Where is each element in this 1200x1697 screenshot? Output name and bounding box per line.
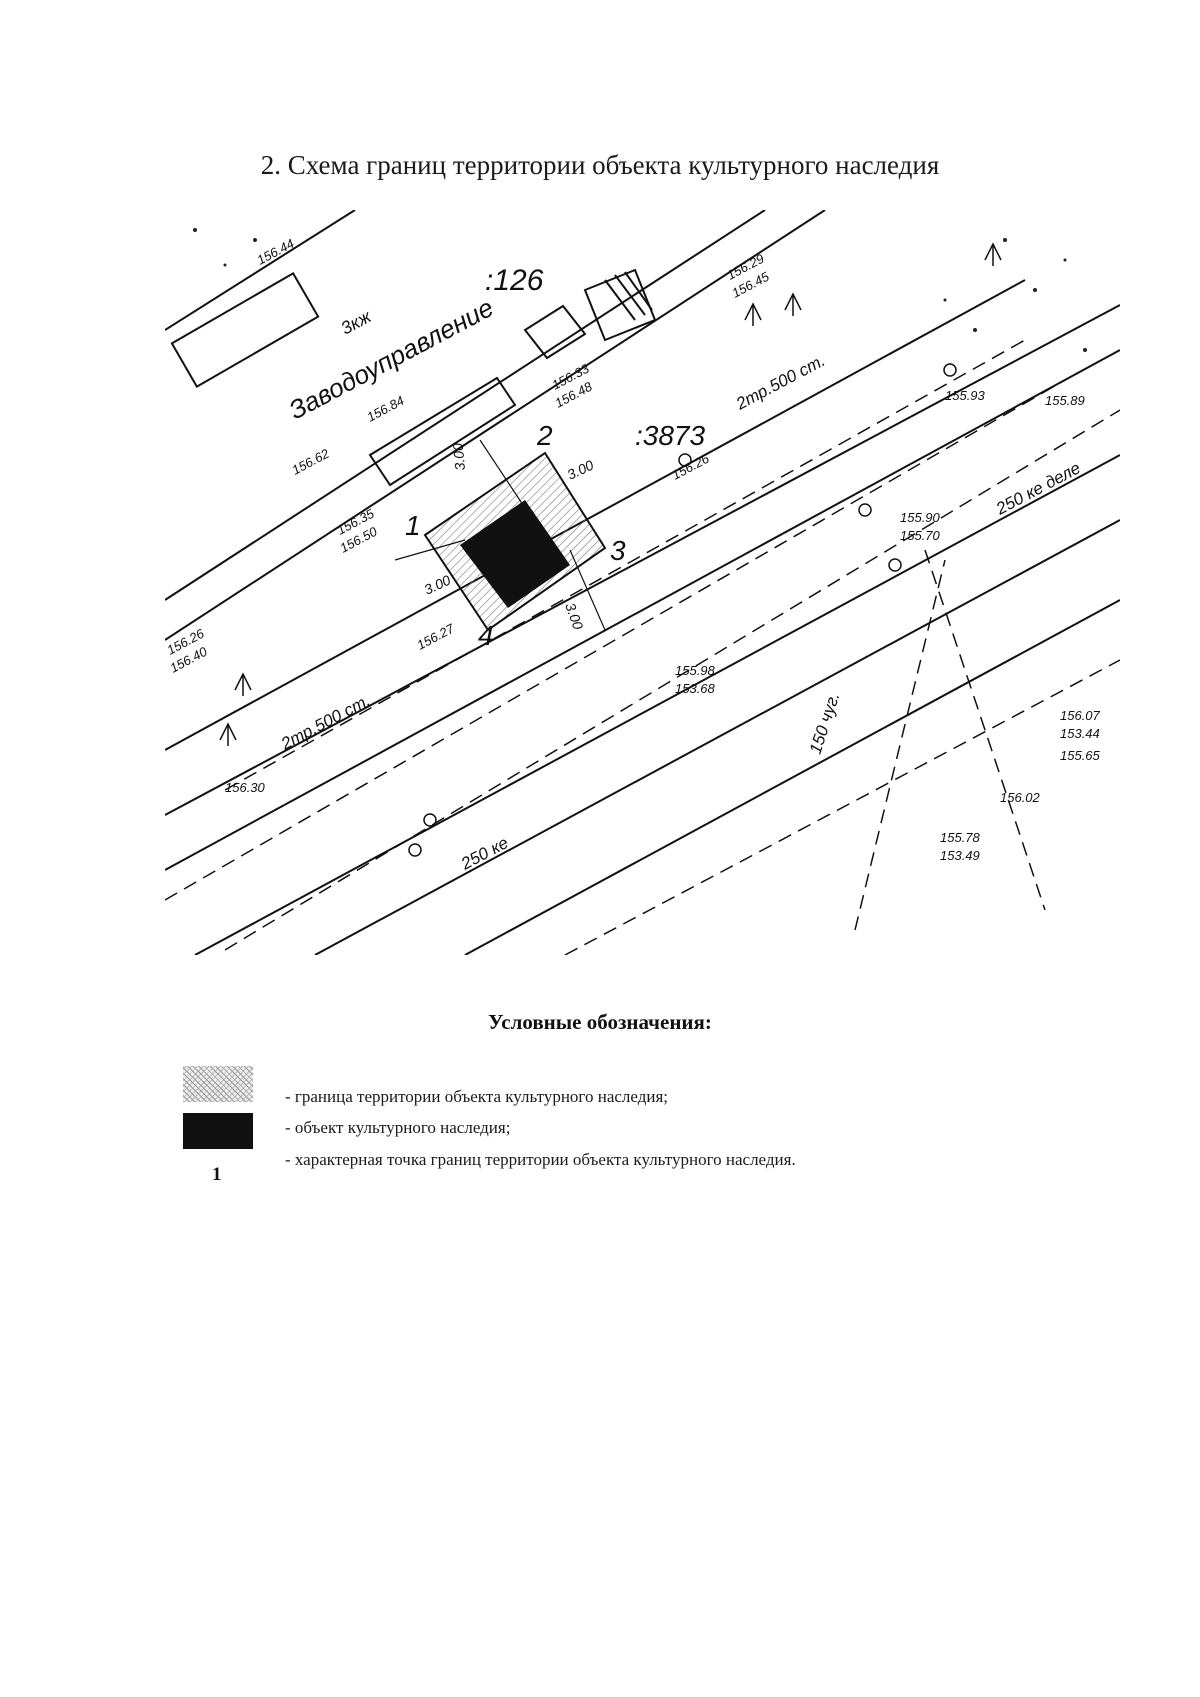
- buildings: [170, 268, 657, 487]
- offset-label: 3.00: [450, 442, 468, 471]
- cadastral-label-126: :126: [485, 264, 544, 297]
- boundary-point-1: 1: [405, 510, 421, 541]
- elevation-label: 155.90: [900, 510, 941, 525]
- elevation-label: 156.07: [1060, 708, 1101, 723]
- elevation-label: 156.84: [364, 393, 406, 425]
- pipe-label: 2тр.500 ст.: [732, 351, 828, 414]
- elevation-label: 156.62: [289, 445, 332, 477]
- offset-label: 3.00: [422, 572, 454, 598]
- elevation-label: 155.78: [940, 830, 981, 845]
- pipe-label: 2тр.500 ст.: [277, 691, 373, 754]
- floors-label: 3кж: [337, 306, 375, 339]
- legend-swatch-number: 1: [212, 1164, 222, 1185]
- elevation-label: 156.30: [225, 780, 266, 795]
- elevation-label: 156.44: [254, 236, 296, 268]
- elevation-label: 155.70: [900, 528, 941, 543]
- elevation-label: 153.44: [1060, 726, 1100, 741]
- heritage-object: [460, 500, 570, 608]
- boundary-point-2: 2: [536, 420, 553, 451]
- boundary-point-4: 4: [478, 620, 494, 651]
- tree-markers: [219, 242, 1002, 746]
- parcel-lines: [165, 210, 1120, 955]
- pipe-label: 250 ке: [457, 833, 511, 874]
- legend-item-point: - характерная точка границ территории об…: [285, 1150, 796, 1169]
- elevation-label: 153.68: [675, 681, 716, 696]
- elevation-label: 155.93: [945, 388, 986, 403]
- offset-guides: [394, 439, 606, 631]
- elevation-label: 155.89: [1045, 393, 1085, 408]
- elevation-label: 155.65: [1060, 748, 1101, 763]
- site-plan-drawing: :126 :3873 Заводоуправление 3кж 1 2 3 4 …: [165, 210, 1120, 955]
- legend-swatch-black: [183, 1113, 253, 1149]
- legend-title: Условные обозначения:: [488, 1010, 712, 1034]
- elevation-label: 156.26: [669, 450, 712, 482]
- utility-lines: [165, 339, 1120, 955]
- legend-item-boundary: - граница территории объекта культурного…: [285, 1087, 669, 1106]
- offset-label: 3.00: [565, 457, 597, 483]
- elevation-label: 155.98: [675, 663, 716, 678]
- page-title: 2. Схема границ территории объекта культ…: [260, 150, 940, 180]
- legend-swatch-hatch: [183, 1066, 253, 1102]
- cadastral-label-3873: :3873: [635, 420, 705, 451]
- elevation-label: 156.27: [414, 620, 457, 652]
- site-plan-map: :126 :3873 Заводоуправление 3кж 1 2 3 4 …: [165, 210, 1120, 955]
- legend-item-object: - объект культурного наследия;: [285, 1118, 511, 1137]
- elevation-label: 153.49: [940, 848, 980, 863]
- pipe-label: 150 чуг.: [806, 690, 844, 756]
- offset-label: 3.00: [562, 601, 586, 632]
- elevation-label: 156.02: [1000, 790, 1041, 805]
- manholes: [408, 363, 957, 857]
- boundary-point-3: 3: [610, 535, 626, 566]
- pipe-label: 250 ке деле: [992, 458, 1084, 519]
- scan-noise: [193, 228, 1087, 352]
